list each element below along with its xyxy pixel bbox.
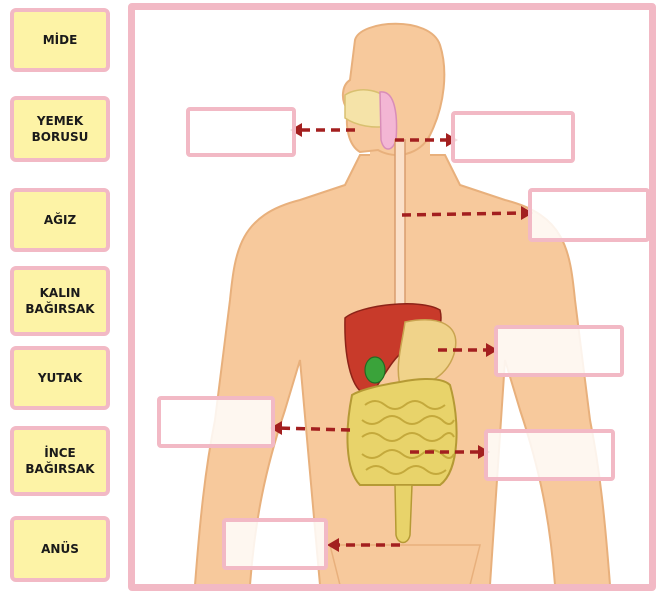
- briefs: [330, 545, 480, 585]
- gallbladder: [365, 357, 385, 383]
- drop-zone[interactable]: [222, 518, 328, 570]
- large-intestine: [347, 379, 456, 485]
- drop-zone[interactable]: [157, 396, 275, 448]
- drop-zone[interactable]: [186, 107, 296, 157]
- drop-zone[interactable]: [494, 325, 624, 377]
- drop-zone[interactable]: [451, 111, 575, 163]
- drop-zone[interactable]: [528, 188, 650, 242]
- esophagus: [395, 140, 405, 325]
- drop-zone[interactable]: [484, 429, 615, 481]
- rectum: [395, 485, 412, 543]
